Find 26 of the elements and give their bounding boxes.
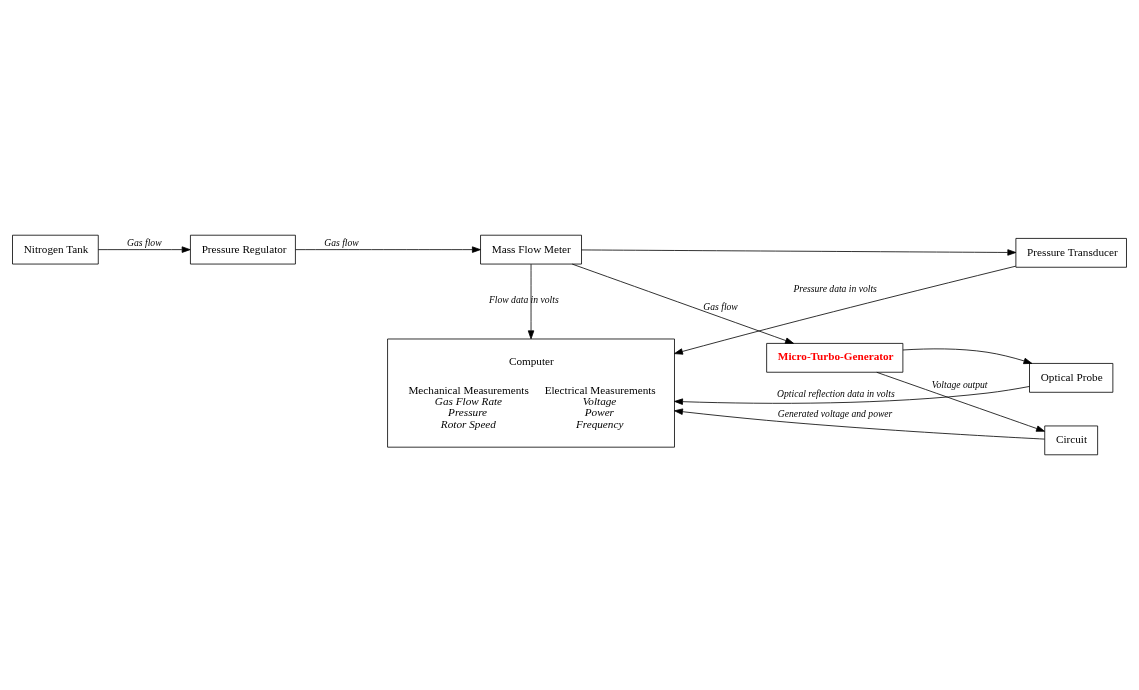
edge-label: Optical reflection data in volts (777, 387, 895, 399)
arrow (674, 408, 1045, 440)
arrow (527, 263, 535, 340)
edge-label: Voltage output (931, 378, 988, 390)
node-box: Pressure Regulator (190, 234, 296, 265)
arrow (581, 249, 1017, 256)
node-box: Circuit (1044, 425, 1099, 456)
arrow (571, 263, 794, 344)
edge-label: Gas flow (324, 237, 359, 249)
arrow (295, 246, 481, 253)
edge-label: Gas flow (127, 237, 162, 249)
arrow (674, 386, 1030, 405)
arrow (902, 348, 1033, 365)
node-box: Micro-Turbo-Generator (766, 343, 904, 373)
arrow (674, 265, 1017, 355)
edge-label: Flow data in volts (488, 294, 559, 306)
node-box: Pressure Transducer (1015, 238, 1127, 268)
edge-label: Generated voltage and power (777, 407, 893, 419)
node-box: Nitrogen Tank (12, 234, 99, 265)
arrow (97, 246, 191, 253)
edge-label: Gas flow (703, 301, 738, 313)
edge-label: Pressure data in volts (793, 282, 877, 294)
node-box: Mass Flow Meter (480, 234, 582, 265)
arrow (876, 371, 1045, 432)
node-box: Computer Mechanical Measurements Gas Flow Rate Pressure Rotor Speed Electrical Measurements Voltage Power Frequency (387, 338, 675, 448)
node-box: Optical Probe (1029, 363, 1114, 393)
